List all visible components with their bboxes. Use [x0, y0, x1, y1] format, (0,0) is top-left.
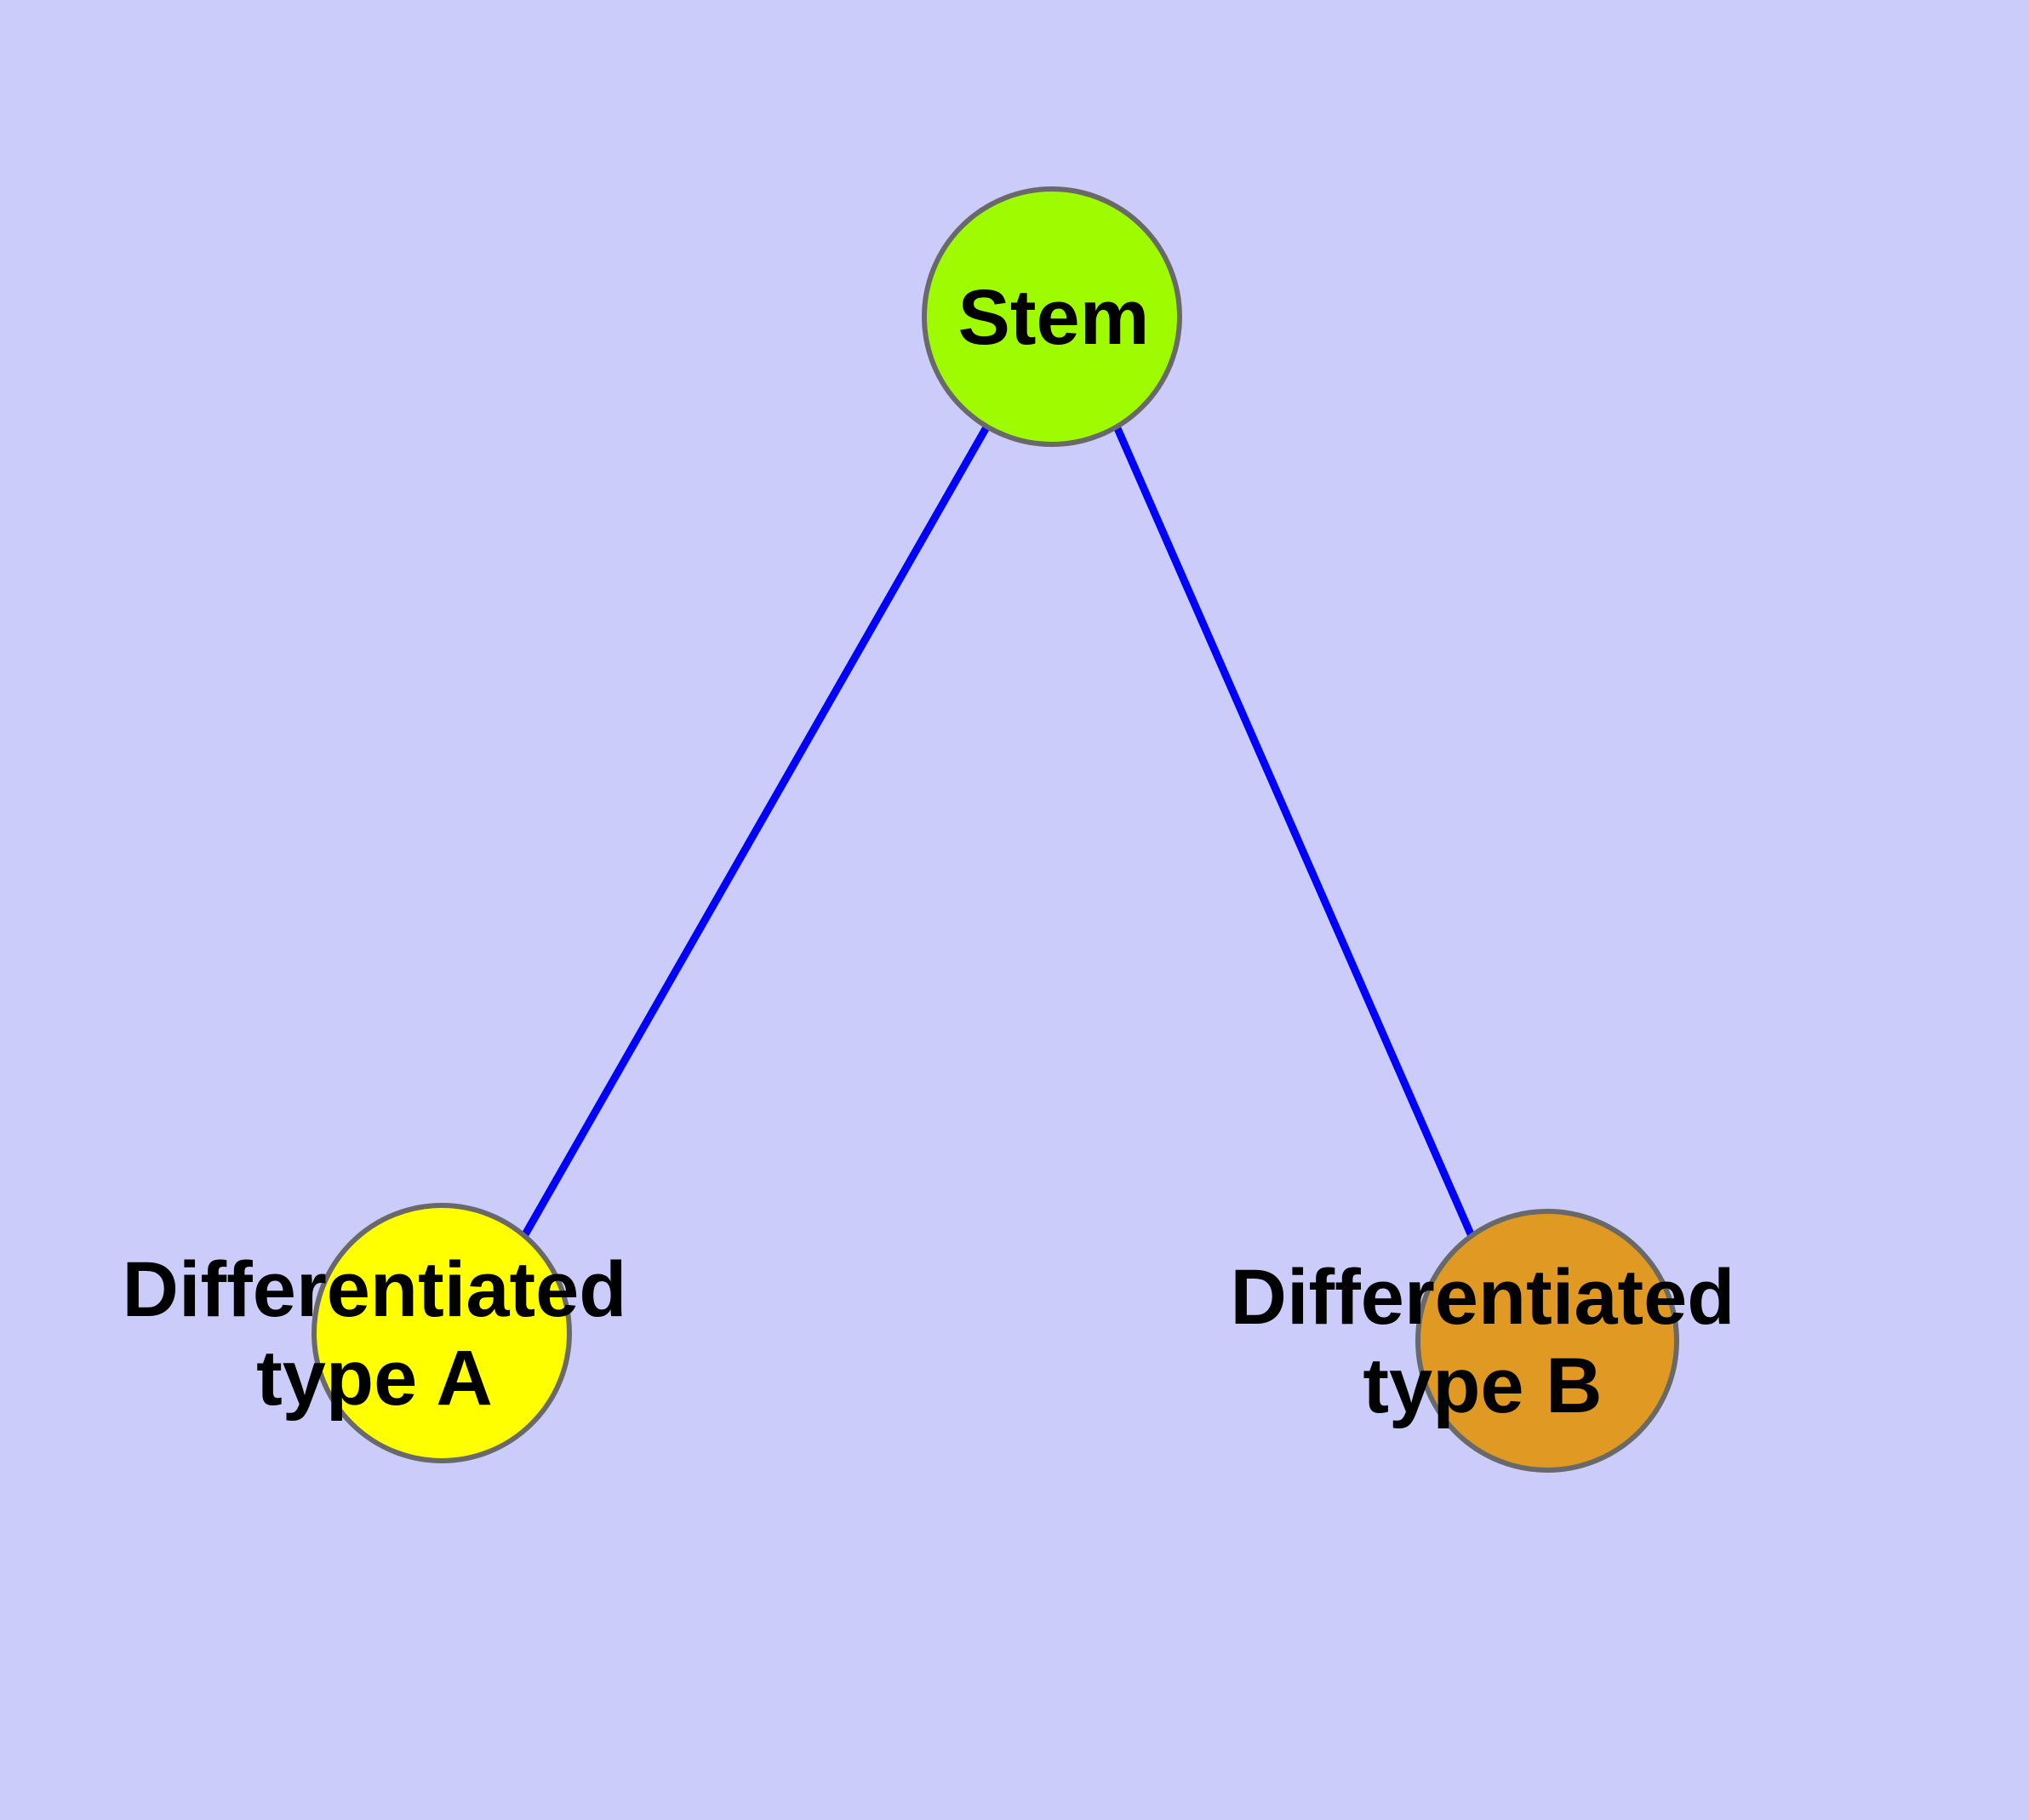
node-layer: [311, 186, 1679, 1473]
node-differentiated-type-a[interactable]: [311, 1203, 572, 1463]
node-stem[interactable]: [922, 186, 1182, 447]
edge-stem-to-differentiated-a[interactable]: [521, 425, 990, 1239]
edge-layer: [521, 425, 1476, 1239]
node-differentiated-type-b[interactable]: [1415, 1209, 1679, 1473]
node-label-stem: Stem: [958, 274, 1150, 361]
edge-stem-to-differentiated-b[interactable]: [1112, 425, 1476, 1238]
